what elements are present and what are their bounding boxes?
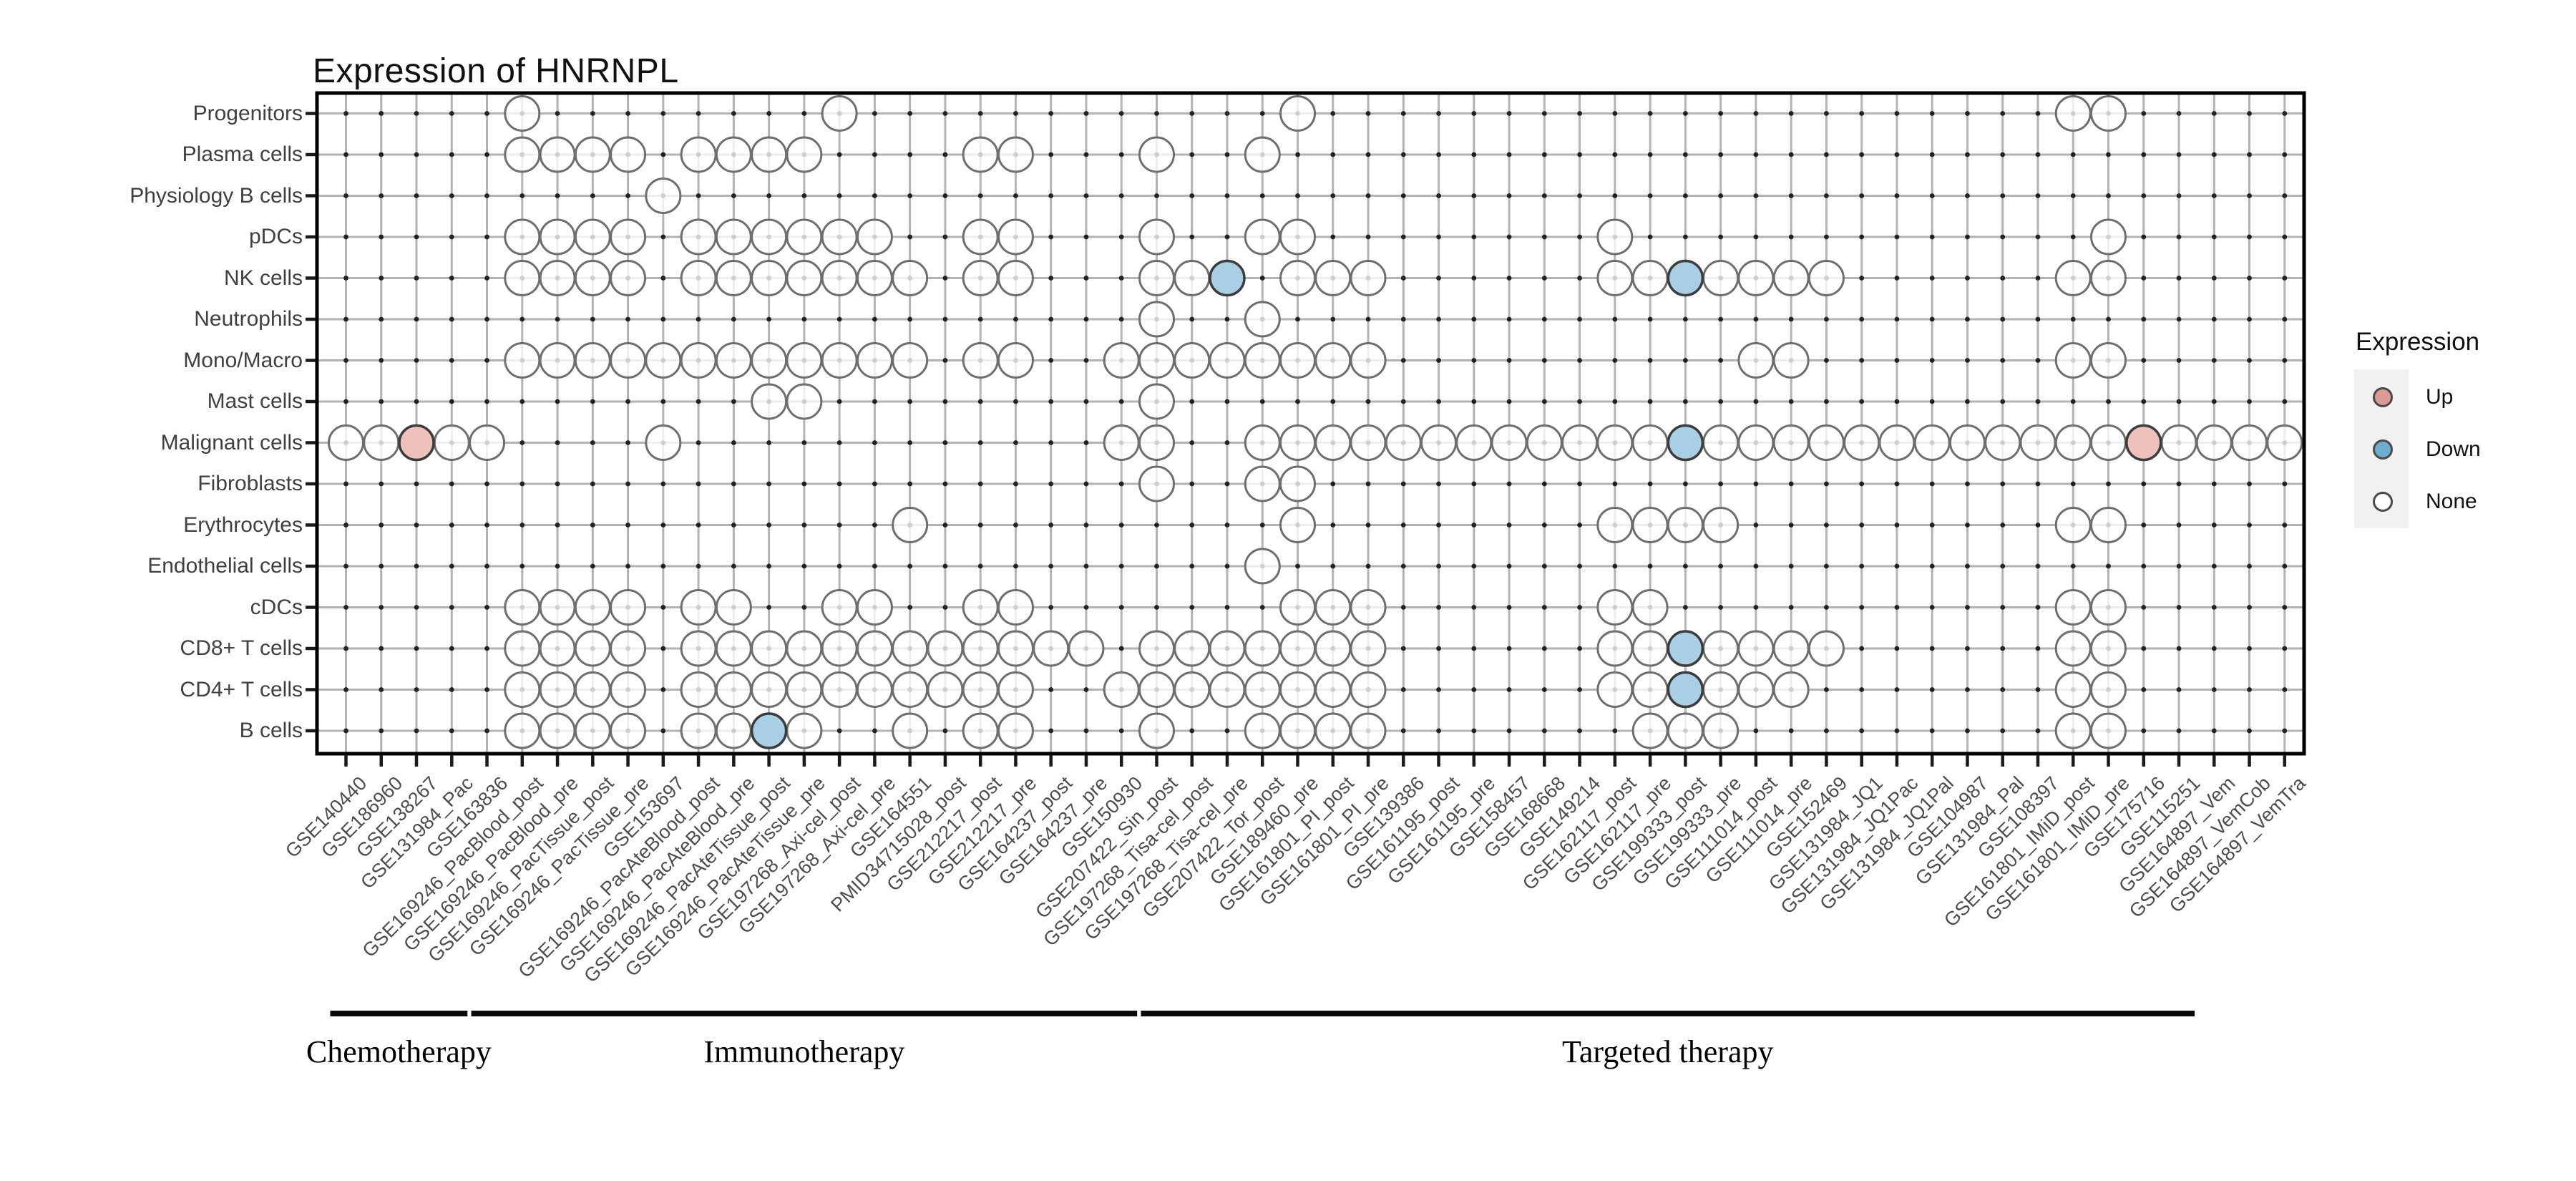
y-axis-label: Endothelial cells — [147, 554, 303, 578]
y-axis-label: pDCs — [248, 225, 303, 248]
y-axis-label: CD4+ T cells — [180, 677, 303, 701]
legend-up-label: Up — [2426, 385, 2454, 409]
y-axis-label: Erythrocytes — [183, 512, 303, 537]
y-axis-label: Mast cells — [207, 389, 303, 413]
y-axis-label: Plasma cells — [182, 142, 303, 166]
y-axis-label: B cells — [239, 719, 303, 742]
group-label-immunotherapy: Immunotherapy — [703, 1034, 905, 1069]
y-axis-label: Mono/Macro — [183, 348, 303, 372]
group-bar — [471, 1011, 1138, 1016]
group-label-chemotherapy: Chemotherapy — [306, 1034, 492, 1069]
group-bar — [1141, 1011, 2195, 1016]
legend-none-icon — [2373, 492, 2393, 512]
y-axis-label: Physiology B cells — [130, 183, 303, 208]
y-axis-label: Neutrophils — [194, 307, 303, 331]
group-label-targeted-therapy: Targeted therapy — [1562, 1034, 1774, 1069]
chart-title: Expression of HNRNPL — [313, 52, 679, 90]
y-axis-label: Malignant cells — [160, 430, 303, 455]
legend-down-label: Down — [2426, 437, 2481, 461]
legend-none-label: None — [2426, 490, 2477, 513]
y-axis-label: cDCs — [250, 595, 303, 619]
group-bar — [330, 1011, 468, 1016]
y-axis-label: Fibroblasts — [197, 472, 303, 495]
y-axis-label: NK cells — [223, 266, 303, 290]
y-axis-label: CD8+ T cells — [180, 636, 303, 660]
legend-title: Expression — [2356, 328, 2480, 356]
legend-down-icon — [2373, 439, 2393, 460]
y-axis-label: Progenitors — [192, 101, 303, 125]
legend-up-icon — [2373, 387, 2393, 407]
